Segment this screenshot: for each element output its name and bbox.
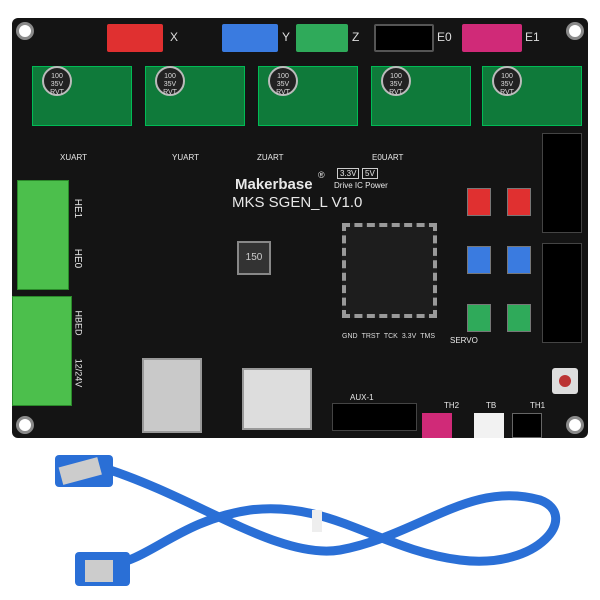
- cable-wire: [105, 465, 561, 570]
- x-motor-connector: [107, 24, 163, 52]
- jumper-red: [507, 188, 531, 216]
- jumper-green: [467, 304, 491, 332]
- th1-connector: [512, 413, 542, 438]
- exp-header: [542, 243, 582, 343]
- e1-motor-connector: [462, 24, 522, 52]
- jumper-red: [467, 188, 491, 216]
- e0-motor-connector: [374, 24, 434, 52]
- mounting-hole: [16, 416, 34, 434]
- capacitor: 100 35V RVT: [42, 66, 72, 96]
- th1-label: TH1: [530, 401, 546, 410]
- usb-b-port: [142, 358, 202, 433]
- usb-a-connector-icon: [58, 457, 102, 485]
- capacitor: 100 35V RVT: [155, 66, 185, 96]
- drive-ic-power-label: Drive IC Power: [334, 181, 388, 190]
- x-label: X: [170, 30, 179, 44]
- aux-header: [332, 403, 417, 431]
- capacitor: 100 35V RVT: [492, 66, 522, 96]
- cable-tie: [312, 510, 322, 532]
- e1-label: E1: [525, 30, 540, 44]
- mounting-hole: [566, 416, 584, 434]
- brand-label: Makerbase: [235, 176, 313, 193]
- power-terminal: [12, 296, 72, 406]
- usb-cable: [55, 455, 561, 586]
- jumper-blue: [507, 246, 531, 274]
- mounting-hole: [566, 22, 584, 40]
- 5v-label: 5V: [362, 168, 378, 179]
- inductor: 150: [237, 241, 271, 275]
- z-motor-connector: [296, 24, 348, 52]
- jtag-pin: TRST: [361, 333, 380, 340]
- capacitor: 100 35V RVT: [268, 66, 298, 96]
- jtag-pin: TMS: [420, 333, 436, 340]
- jumper-blue: [467, 246, 491, 274]
- mks-sgen-l-board: X Y Z E0 E1 100 35V RVT 100 35V RVT 100 …: [12, 18, 588, 438]
- mcu-chip: [342, 223, 437, 318]
- y-label: Y: [282, 30, 291, 44]
- hbed-label: HBED: [73, 310, 84, 336]
- y-motor-connector: [222, 24, 278, 52]
- e0uart-label: E0UART: [372, 153, 404, 162]
- mounting-hole: [16, 22, 34, 40]
- power-input-label: 12/24V: [73, 358, 84, 388]
- e0-label: E0: [437, 30, 452, 44]
- aux-label: AUX-1: [350, 393, 374, 402]
- th2-connector: [422, 413, 452, 438]
- yuart-label: YUART: [172, 153, 199, 162]
- usb-b-connector-icon: [85, 560, 113, 582]
- registered-mark: ®: [318, 170, 325, 180]
- sd-card-slot: [242, 368, 312, 430]
- jtag-pin: 3.3V: [401, 333, 417, 340]
- xuart-label: XUART: [60, 153, 87, 162]
- jtag-pin: TCK: [383, 333, 398, 340]
- servo-label: SERVO: [450, 336, 478, 345]
- capacitor: 100 35V RVT: [381, 66, 411, 96]
- model-label: MKS SGEN_L V1.0: [232, 194, 363, 211]
- he0-label: HE0: [72, 248, 84, 269]
- he1-label: HE1: [72, 198, 84, 219]
- jtag-labels: GND TRST TCK 3.3V TMS: [342, 333, 435, 340]
- z-label: Z: [352, 30, 360, 44]
- reset-button[interactable]: [552, 368, 578, 394]
- exp-header: [542, 133, 582, 233]
- zuart-label: ZUART: [257, 153, 284, 162]
- jtag-pin: GND: [342, 333, 358, 340]
- heater-terminal: [17, 180, 69, 290]
- tb-connector: [474, 413, 504, 438]
- tb-label: TB: [486, 401, 497, 410]
- th2-label: TH2: [444, 401, 460, 410]
- jumper-green: [507, 304, 531, 332]
- 3v3-label: 3.3V: [337, 168, 360, 179]
